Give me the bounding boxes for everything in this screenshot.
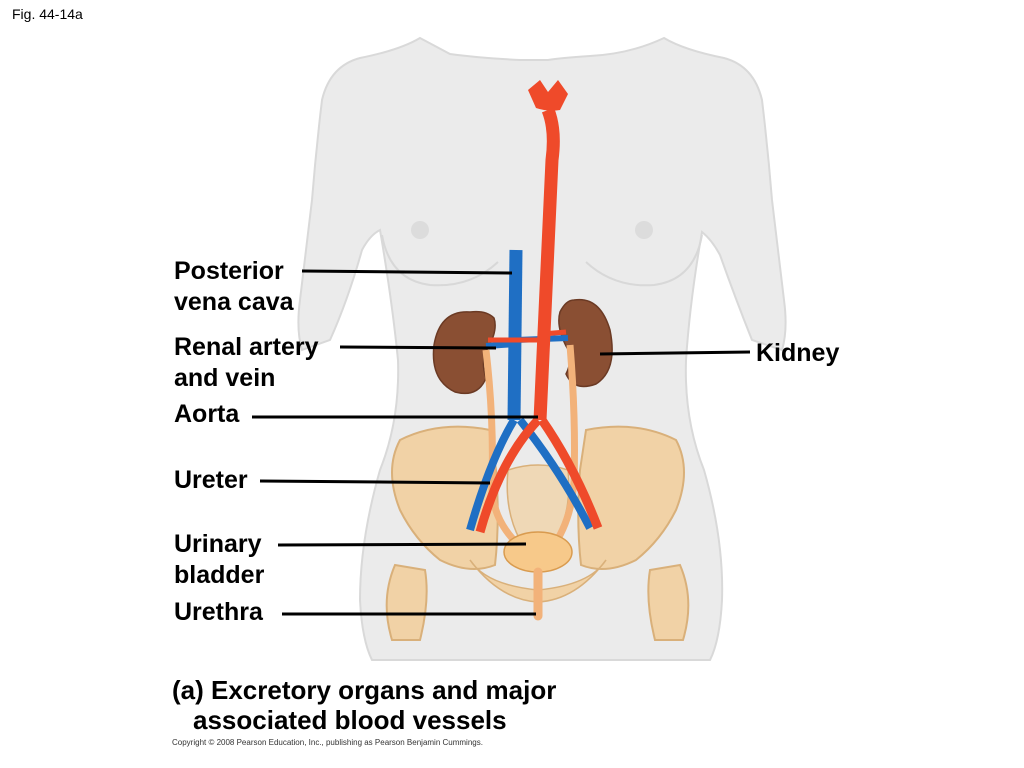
label-urinary-bladder: Urinary bladder (174, 529, 264, 591)
label-renal-artery-vein: Renal artery and vein (174, 332, 319, 394)
caption-line-2: associated blood vessels (193, 705, 507, 735)
label-line-1: Posterior (174, 257, 284, 285)
label-line-1: Renal artery (174, 333, 319, 361)
posterior-vena-cava (507, 249, 523, 421)
left-common-iliac-artery (475, 416, 542, 534)
right-femur-head (647, 563, 690, 641)
label-posterior-vena-cava: Posterior vena cava (174, 256, 294, 318)
pubic-region (469, 559, 607, 603)
caption-line-1: (a) Excretory organs and major (172, 675, 557, 705)
leader-line-bladder (277, 542, 527, 547)
pelvis-right-ilium (577, 425, 685, 570)
label-line-2: bladder (174, 561, 265, 589)
aorta (533, 107, 560, 421)
label-aorta: Aorta (174, 400, 240, 428)
left-nipple (411, 221, 429, 239)
right-common-iliac-artery (538, 417, 603, 530)
copyright-notice: Copyright © 2008 Pearson Education, Inc.… (172, 738, 483, 747)
leader-line-kidney (599, 350, 751, 356)
leader-line-ureter (259, 479, 491, 485)
aortic-arch-top (528, 80, 568, 111)
label-urethra: Urethra (174, 598, 263, 626)
figure-caption: (a) Excretory organs and major associate… (172, 675, 556, 735)
right-breast-outline (585, 234, 703, 287)
left-breast-outline (381, 234, 499, 287)
leader-line-vena-cava (301, 269, 513, 275)
renal-artery-right (541, 329, 567, 337)
urinary-bladder (503, 531, 573, 573)
label-kidney: Kidney (756, 339, 840, 367)
label-line-2: and vein (174, 364, 276, 392)
label-line-1: Urinary (174, 530, 262, 558)
label-ureter: Ureter (174, 466, 248, 494)
label-line-2: vena cava (174, 288, 294, 316)
left-femur-head (385, 563, 428, 641)
leader-line-renal (339, 345, 497, 350)
pelvis-left-ilium (391, 425, 499, 570)
left-common-iliac-vein (466, 417, 518, 532)
right-nipple (635, 221, 653, 239)
renal-vein-left (485, 341, 517, 349)
figure-number: Fig. 44-14a (12, 6, 83, 22)
